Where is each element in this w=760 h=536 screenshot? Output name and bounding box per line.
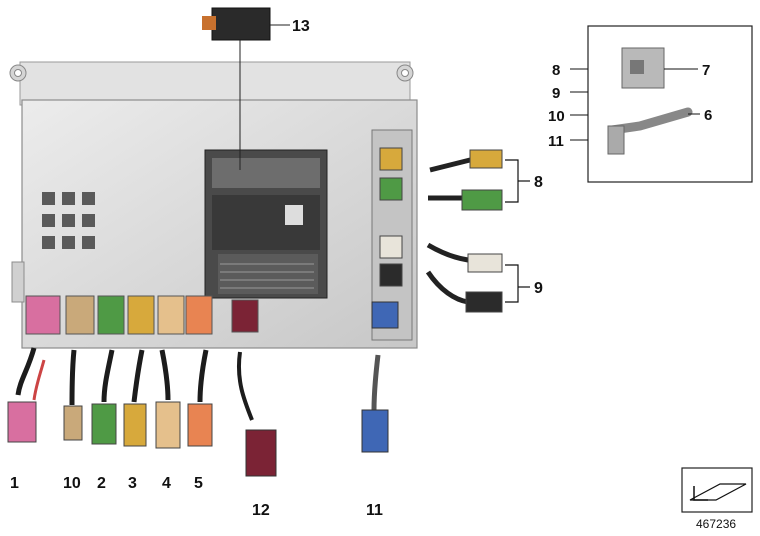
cable-10[interactable] [63, 349, 83, 441]
inset-box [570, 25, 753, 183]
cable-11[interactable] [361, 354, 389, 453]
cable-5[interactable] [187, 349, 213, 447]
cable-8-green[interactable] [428, 189, 503, 211]
cable-8-yellow[interactable] [429, 149, 503, 173]
callout-11: 11 [366, 502, 383, 519]
view-direction-icon [681, 467, 753, 513]
inset-label-9: 9 [552, 85, 560, 102]
cable-2[interactable] [91, 349, 117, 445]
bottom-connector-row [25, 295, 259, 335]
headunit-housing-icon [9, 61, 418, 349]
callout-12: 12 [252, 502, 270, 519]
callout-10: 10 [63, 475, 81, 492]
cable-3[interactable] [123, 349, 147, 447]
main-connector-block [204, 149, 328, 299]
cable-12[interactable] [236, 351, 277, 477]
cable-9-black[interactable] [425, 270, 503, 313]
inset-label-8: 8 [552, 62, 560, 79]
callout-5: 5 [194, 475, 203, 492]
right-connector-strip [371, 129, 413, 341]
cable-4[interactable] [155, 349, 181, 449]
callout-1: 1 [10, 475, 19, 492]
callout-3: 3 [128, 475, 137, 492]
inset-label-11: 11 [548, 133, 564, 150]
bracket-8 [505, 159, 530, 203]
part-13-connector[interactable] [202, 7, 290, 170]
callout-9: 9 [534, 280, 543, 297]
bracket-9 [505, 264, 530, 303]
vent-grid [42, 192, 95, 249]
inset-label-7: 7 [702, 62, 710, 79]
cable-1[interactable] [7, 347, 46, 443]
part-6-pin[interactable] [607, 107, 693, 155]
inset-label-10: 10 [548, 108, 565, 125]
callout-8: 8 [534, 174, 543, 191]
inset-label-6: 6 [704, 107, 712, 124]
callout-2: 2 [97, 475, 106, 492]
callout-4: 4 [162, 475, 171, 492]
cable-9-white[interactable] [426, 242, 503, 273]
reference-number: 467236 [696, 517, 736, 531]
callout-13: 13 [292, 18, 310, 35]
